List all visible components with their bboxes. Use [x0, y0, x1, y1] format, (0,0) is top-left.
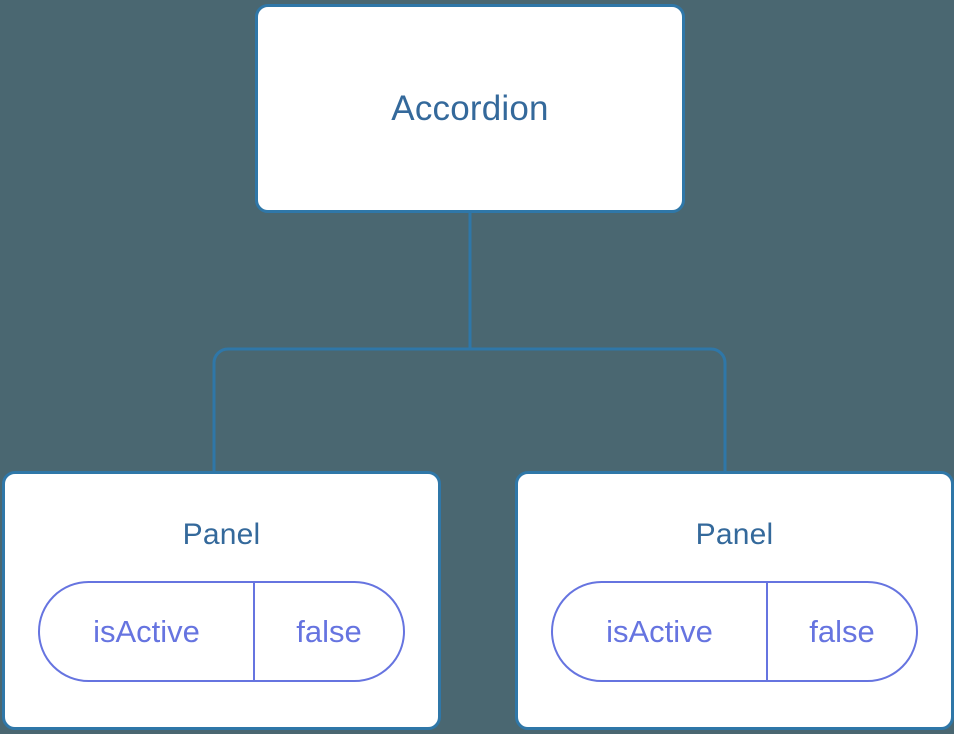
node-panel-left-title: Panel	[182, 518, 261, 551]
node-accordion[interactable]: Accordion	[255, 4, 685, 213]
node-panel-left[interactable]: Panel isActive false	[2, 471, 441, 730]
state-key-label: isActive	[606, 613, 713, 649]
edge-bus-to-panel-right	[470, 347, 727, 471]
state-key-label: isActive	[93, 613, 200, 649]
state-value-label: false	[296, 613, 362, 649]
node-panel-right[interactable]: Panel isActive false	[515, 471, 954, 730]
state-value-label: false	[809, 613, 875, 649]
state-badge-panel-right[interactable]: isActive false	[551, 581, 918, 682]
state-badge-divider	[253, 583, 255, 680]
state-badge-panel-left[interactable]: isActive false	[38, 581, 405, 682]
edge-bus-to-panel-left	[212, 347, 470, 471]
state-badge-divider	[766, 583, 768, 680]
node-panel-right-title: Panel	[695, 518, 774, 551]
node-accordion-title: Accordion	[391, 88, 549, 128]
